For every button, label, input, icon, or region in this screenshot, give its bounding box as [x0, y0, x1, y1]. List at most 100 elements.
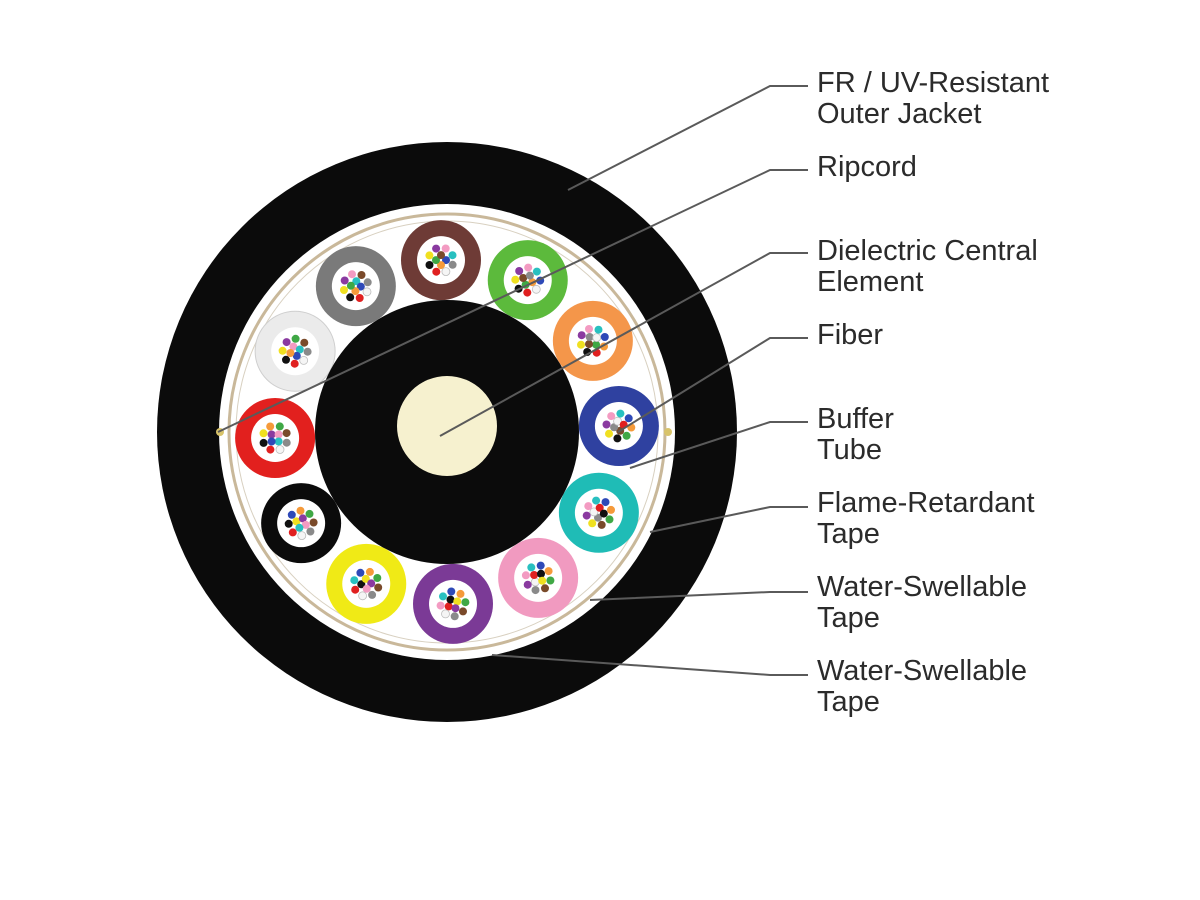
fiber [511, 275, 520, 284]
buffer-tube [558, 472, 639, 553]
fiber [582, 511, 591, 520]
fiber [357, 271, 366, 279]
fiber [309, 518, 318, 527]
fiber [523, 288, 532, 297]
buffer-tube [578, 385, 659, 466]
leader-fiber [617, 337, 808, 433]
fiber [295, 345, 304, 354]
fiber [594, 325, 603, 334]
fiber [282, 429, 291, 438]
fiber [437, 251, 445, 260]
label-fiber: Fiber [817, 319, 883, 351]
fiber [267, 437, 276, 446]
fiber [607, 505, 615, 514]
fiber [303, 347, 312, 356]
fiber [300, 338, 309, 347]
fiber [274, 437, 283, 446]
buffer-tube-interior [594, 401, 643, 450]
fiber [282, 355, 290, 364]
fiber [530, 571, 539, 579]
fiber [532, 267, 541, 276]
fiber [447, 587, 456, 596]
fiber [459, 607, 467, 616]
leader-ripcord [217, 169, 808, 433]
fiber [267, 430, 276, 439]
buffer-tube [552, 300, 633, 381]
buffer-tube [326, 543, 407, 624]
fiber [282, 438, 291, 447]
fiber [350, 576, 359, 585]
buffer-tube [261, 483, 342, 564]
fiber [461, 598, 470, 607]
fiber [589, 507, 599, 517]
buffer-tube [413, 563, 494, 644]
buffer-tube-group [235, 220, 659, 644]
buffer-tube-interior [277, 499, 326, 548]
fiber [584, 502, 593, 511]
fiber [577, 331, 586, 340]
buffer-tube-interior [503, 256, 552, 305]
fiber [599, 509, 608, 518]
fiber [365, 567, 374, 576]
fiber [296, 506, 305, 515]
fiber [290, 359, 299, 368]
fiber [259, 438, 268, 447]
fiber [340, 276, 349, 285]
fiber [340, 286, 348, 294]
fiber [297, 531, 307, 540]
callout-labels: FR / UV-Resistant Outer Jacket Ripcord D… [817, 67, 1057, 718]
fiber [275, 422, 284, 431]
fiber [585, 325, 593, 333]
label-water-swellable-tape-outer: Water-Swellable Tape [817, 655, 1035, 718]
fiber [605, 515, 614, 524]
fiber [515, 267, 524, 275]
leader-lines [217, 85, 808, 676]
label-flame-retardant-tape: Flame-Retardant Tape [817, 487, 1043, 550]
fiber [301, 520, 310, 529]
fiber [299, 355, 309, 365]
fiber [595, 503, 604, 512]
fiber [362, 287, 372, 297]
fiber [306, 527, 315, 536]
buffer-tube-interior [574, 488, 623, 537]
fiber [453, 597, 462, 606]
fiber [444, 602, 453, 611]
fiber [278, 346, 287, 355]
fiber [346, 281, 355, 290]
buffer-tube [487, 240, 568, 321]
fiber [585, 333, 594, 341]
fiber [295, 523, 304, 532]
leader-central-element [439, 252, 808, 437]
fiber [358, 591, 368, 601]
fiber [544, 567, 553, 576]
leader-buffer-tube [629, 421, 808, 469]
fiber [588, 519, 597, 528]
fiber [536, 561, 545, 570]
label-ripcord: Ripcord [817, 151, 917, 183]
fiber [266, 445, 275, 454]
fiber [600, 333, 609, 341]
fiber [531, 586, 540, 595]
fiber [613, 416, 622, 426]
fiber [432, 244, 441, 253]
fiber [368, 590, 377, 599]
fiber [597, 520, 606, 529]
fiber [361, 574, 370, 583]
fiber [292, 517, 301, 526]
fiber [441, 267, 451, 277]
label-central-element: Dielectric Central Element [817, 235, 1046, 298]
fiber [298, 514, 307, 523]
fiber [274, 430, 283, 439]
fiber [592, 340, 601, 349]
fiber [286, 349, 295, 357]
buffer-tube [254, 310, 336, 392]
fiber [351, 585, 360, 594]
fiber [541, 584, 549, 593]
fiber [601, 498, 610, 507]
label-outer-jacket: FR / UV-Resistant Outer Jacket [817, 67, 1057, 130]
fiber [287, 510, 296, 519]
fiber [266, 422, 275, 431]
ripcord-right [664, 428, 672, 436]
buffer-tube [235, 398, 316, 479]
